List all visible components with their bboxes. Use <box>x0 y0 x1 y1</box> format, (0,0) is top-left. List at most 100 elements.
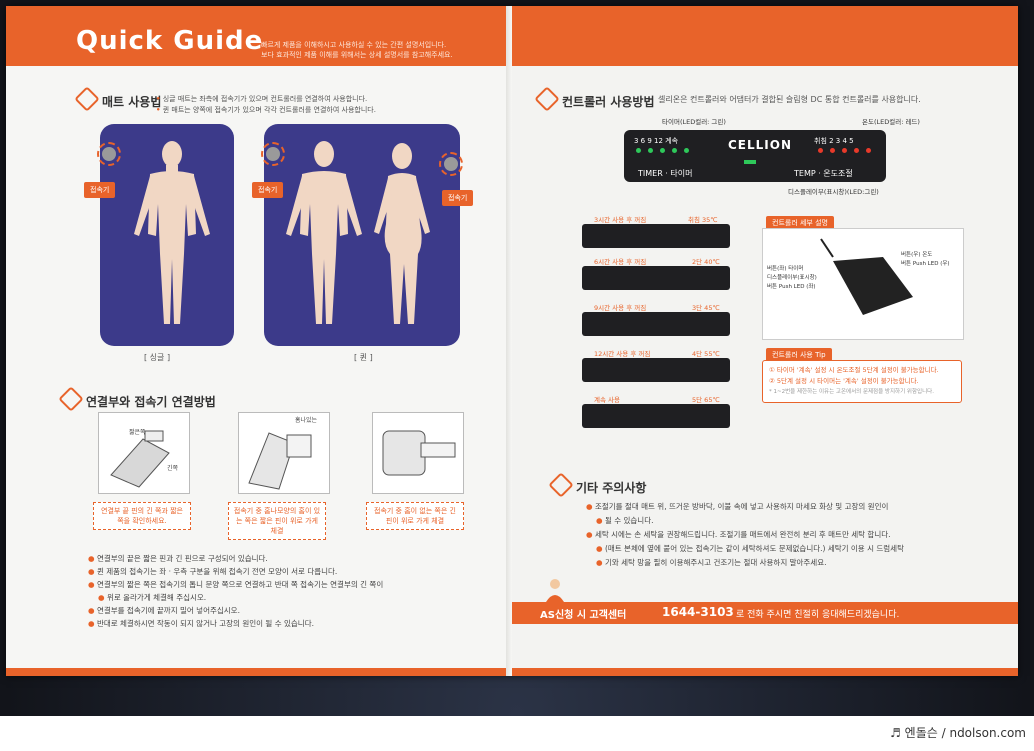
connector-tag-single: 접속기 <box>84 182 116 198</box>
right-header <box>512 6 1018 66</box>
tip-title: 컨트롤러 사용 Tip <box>766 348 832 362</box>
connect-bullet: 퀸 제품의 접속기는 좌 · 우측 구분을 위해 접속기 전면 모양이 서로 다… <box>88 565 498 578</box>
groove-label: 홈나있는 <box>295 417 318 424</box>
hexagon-icon <box>534 86 560 112</box>
controller-usage-title-text: 컨트롤러 사용방법 <box>562 95 655 109</box>
person-icon <box>546 579 564 602</box>
temp-led <box>818 148 823 153</box>
mat-note-2: • 퀸 매트는 양쪽에 접속기가 있으며 각각 컨트롤러를 연결하여 사용합니다… <box>156 106 376 114</box>
subtitle-line-2: 보다 효과적인 제품 이해를 위해서는 상세 설명서를 참고해주세요. <box>261 51 453 59</box>
temp-led <box>830 148 835 153</box>
temp-led <box>842 148 847 153</box>
brand-logo: CELLION <box>728 138 793 152</box>
timer-led <box>648 148 653 153</box>
queen-mat-illustration <box>264 124 460 346</box>
subtitle-line-1: 빠르게 제품을 이해하시고 사용하실 수 있는 간편 설명서입니다. <box>261 41 447 49</box>
connector-tag-queen-left: 접속기 <box>252 182 284 198</box>
caution-item-2-cont: (매트 본체에 옆에 붙어 있는 접속기는 같이 세탁하셔도 문제없습니다.) … <box>586 542 996 556</box>
connect-bullet-continued: 위로 올라가게 체결해 주십시오. <box>88 591 498 604</box>
example-3-left: 9시간 사용 후 꺼짐 <box>594 304 647 312</box>
queen-caption: [ 퀸 ] <box>354 353 373 362</box>
example-1-right: 취침 35℃ <box>688 216 718 224</box>
customer-service-avatar <box>546 578 564 602</box>
detail-title: 컨트롤러 세부 설명 <box>766 216 834 230</box>
connector-pin-illustration: 짧은쪽 긴쪽 <box>98 412 190 494</box>
display-led <box>744 160 756 164</box>
mat-usage-title: 매트 사용법 <box>74 86 162 112</box>
left-bottom-bar <box>6 668 512 676</box>
as-text: 로 전화 주시면 친절히 응대해드리겠습니다. <box>736 610 900 620</box>
caption-groove-side: 접속기 중 홈나모양의 홈이 있는 쪽은 짧은 핀이 위로 가게 체결 <box>228 502 326 540</box>
connect-method-title-text: 연결부와 접속기 연결방법 <box>86 395 216 409</box>
hand-connector-icon <box>382 430 456 476</box>
caution-title-text: 기타 주의사항 <box>576 481 647 495</box>
temp-led-label: 온도(LED컬러: 레드) <box>862 118 920 126</box>
single-caption: [ 싱글 ] <box>144 353 171 362</box>
connector-icon <box>97 142 121 166</box>
caution-item-2-cont2: 기와 세탁 망을 필히 이용해주시고 건조기는 절대 사용하지 말아주세요. <box>586 556 996 570</box>
short-side-label: 짧은쪽 <box>129 429 146 436</box>
mat-usage-notes: • 싱글 매트는 좌측에 접속기가 있으며 컨트롤러를 연결하여 사용합니다. … <box>156 94 496 116</box>
as-center-bar: AS신청 시 고객센터 1644-3103 로 전화 주시면 친절히 응대해드리… <box>512 602 1018 624</box>
mat-usage-title-text: 매트 사용법 <box>102 95 162 109</box>
timer-led <box>684 148 689 153</box>
example-2-right: 2단 40℃ <box>692 258 720 266</box>
temp-led <box>866 148 871 153</box>
connect-bullet: 연결부의 끝은 짧은 핀과 긴 핀으로 구성되어 있습니다. <box>88 552 498 565</box>
connector-insert-illustration: 홈나있는 <box>238 412 330 494</box>
caution-item-1: 조절기를 절대 매트 위, 뜨거운 방바닥, 이불 속에 넣고 사용하지 마세요… <box>586 500 996 514</box>
caution-text: 조절기를 절대 매트 위, 뜨거운 방바닥, 이불 속에 넣고 사용하지 마세요… <box>586 500 996 570</box>
timer-led <box>672 148 677 153</box>
as-phone: 1644-3103 <box>662 605 734 619</box>
display-label: 디스플레이부(표시창)(LED:그린) <box>788 188 879 196</box>
controller-example-2 <box>582 266 730 290</box>
as-label: AS신청 시 고객센터 <box>540 610 627 621</box>
example-5-left: 계속 사용 <box>594 396 620 404</box>
controller-example-1 <box>582 224 730 248</box>
watermark: ♬ 엔돌슨 / ndolson.com <box>890 726 1026 740</box>
caption-no-groove-side: 접속기 중 홈이 없는 쪽은 긴 핀이 위로 가게 체결 <box>366 502 464 530</box>
connector-pin-icon <box>110 430 170 488</box>
connector-icon <box>439 152 463 176</box>
quick-guide-title: Quick Guide <box>76 26 264 56</box>
timer-led <box>636 148 641 153</box>
quick-guide-booklet: Quick Guide 빠르게 제품을 이해하시고 사용하실 수 있는 간편 설… <box>6 6 1018 676</box>
left-page: Quick Guide 빠르게 제품을 이해하시고 사용하실 수 있는 간편 설… <box>6 6 512 676</box>
hexagon-icon <box>548 472 574 498</box>
example-1-left: 3시간 사용 후 꺼짐 <box>594 216 647 224</box>
single-mat-illustration <box>100 124 234 346</box>
body-silhouette-icon <box>134 141 210 324</box>
right-bottom-bar <box>512 668 1018 676</box>
detail-right-labels: 버튼(우) 온도 버튼 Push LED (우) <box>901 252 950 267</box>
controller-usage-title: 컨트롤러 사용방법 <box>534 86 655 112</box>
hand-connector-icon <box>248 432 312 490</box>
quick-guide-subtitle: 빠르게 제품을 이해하시고 사용하실 수 있는 간편 설명서입니다. 보다 효과… <box>261 40 506 60</box>
controller-example-3 <box>582 312 730 336</box>
caution-title: 기타 주의사항 <box>548 472 647 498</box>
hexagon-icon <box>74 86 100 112</box>
connector-tag-queen-right: 접속기 <box>442 190 474 206</box>
caption-pin-check: 연결부 끝 핀의 긴 쪽과 짧은 쪽을 확인하세요. <box>93 502 191 530</box>
example-4-right: 4단 55℃ <box>692 350 720 358</box>
mat-note-1: • 싱글 매트는 좌측에 접속기가 있으며 컨트롤러를 연결하여 사용합니다. <box>156 95 368 103</box>
temp-led <box>854 148 859 153</box>
example-3-right: 3단 45℃ <box>692 304 720 312</box>
controller-detail-box: 버튼(좌) 타이머 디스플레이부(표시창) 버튼 Push LED (좌) 버튼… <box>762 228 964 340</box>
caution-item-1-cont: 될 수 있습니다. <box>586 514 996 528</box>
detail-left-labels: 버튼(좌) 타이머 디스플레이부(표시창) 버튼 Push LED (좌) <box>767 266 817 290</box>
example-5-right: 5단 65℃ <box>692 396 720 404</box>
controller-desc: 셀리온은 컨트롤러와 어댑터가 결합된 슬림형 DC 통합 컨트롤러를 사용합니… <box>658 95 921 104</box>
controller-device-icon <box>820 238 913 315</box>
long-side-label: 긴쪽 <box>167 465 179 472</box>
controller-example-5 <box>582 404 730 428</box>
connect-bullets: 연결부의 끝은 짧은 핀과 긴 핀으로 구성되어 있습니다. 퀸 제품의 접속기… <box>88 552 498 630</box>
right-page: 컨트롤러 사용방법 셀리온은 컨트롤러와 어댑터가 결합된 슬림형 DC 통합 … <box>512 6 1018 676</box>
example-2-left: 6시간 사용 후 꺼짐 <box>594 258 647 266</box>
controller-main-illustration: 3 6 9 12 계속 CELLION 취침 2 3 4 5 TIMER · 타… <box>624 130 886 182</box>
connect-method-title: 연결부와 접속기 연결방법 <box>58 386 216 412</box>
connect-bullet: 연결부를 접속기에 끝까지 밀어 넣어주십시오. <box>88 604 498 617</box>
timer-label: TIMER · 타이머 <box>638 169 693 178</box>
left-header <box>6 6 512 66</box>
connect-bullet: 반대로 체결하시면 작동이 되지 않거나 고장의 원인이 될 수 있습니다. <box>88 617 498 630</box>
timer-led-label: 타이머(LED컬러: 그린) <box>662 118 726 126</box>
